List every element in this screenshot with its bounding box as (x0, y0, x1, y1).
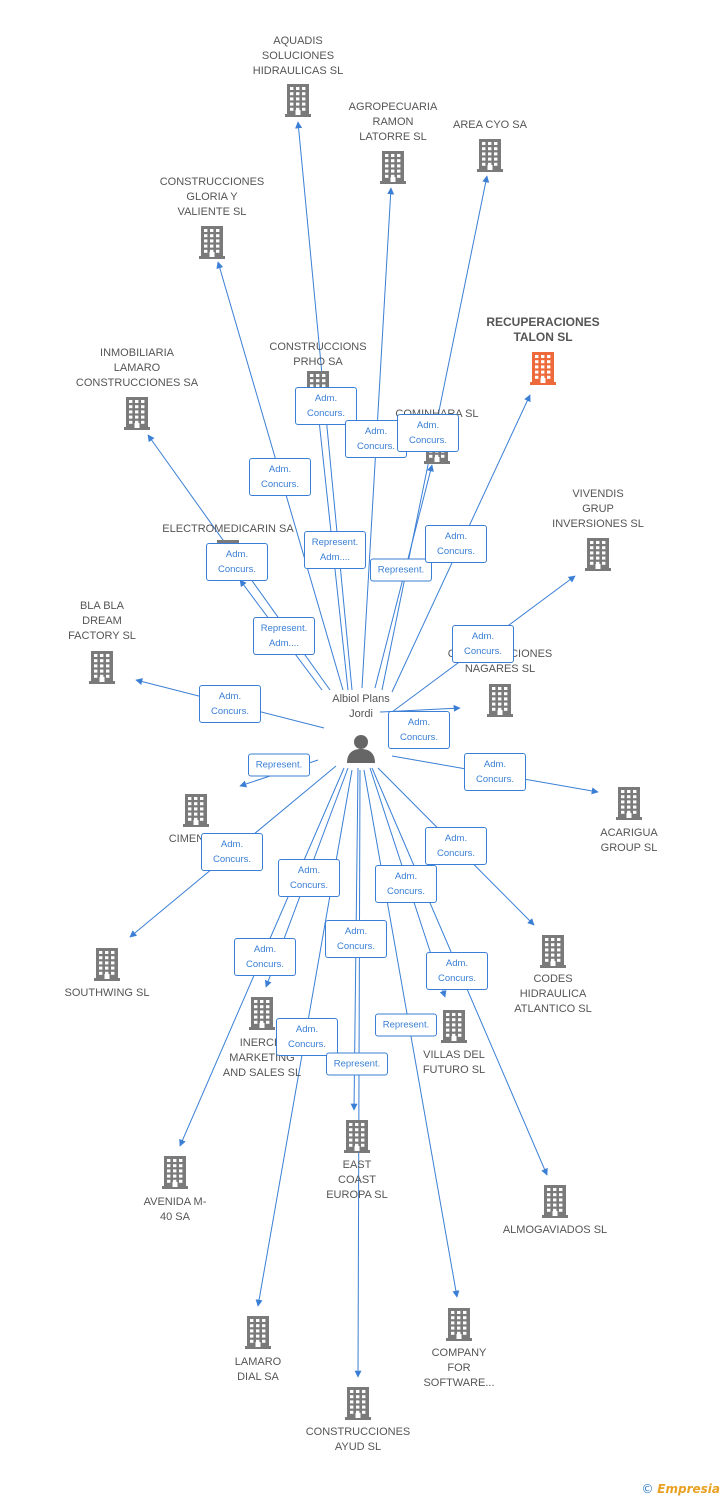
company-label-lamarodial[interactable]: LAMARO DIAL SA (234, 1356, 282, 1383)
edge-label-prho[interactable]: Adm. Concurs. (295, 387, 357, 425)
building-icon[interactable] (182, 793, 210, 827)
company-label-aquadis[interactable]: AQUADIS SOLUCIONES HIDRAULICAS SL (252, 35, 344, 77)
edge-label-inmobiliaria[interactable]: Adm. Concurs. (206, 543, 268, 581)
edge-label-agropecuaria[interactable]: Adm. Concurs. (345, 420, 407, 458)
building-icon[interactable] (198, 225, 226, 259)
building-icon[interactable] (476, 138, 504, 172)
edge-label-recuperaciones[interactable]: Adm. Concurs. (425, 525, 487, 563)
building-icon[interactable] (88, 650, 116, 684)
edge-label-lamarodial[interactable]: Adm. Concurs. (276, 1018, 338, 1056)
edge-label-acarigua[interactable]: Adm. Concurs. (464, 753, 526, 791)
edge-label-blabla[interactable]: Adm. Concurs. (199, 685, 261, 723)
company-label-eastcoast[interactable]: EAST COAST EUROPA SL (326, 1159, 388, 1201)
building-icon[interactable] (584, 537, 612, 571)
edge-label-southwing[interactable]: Adm. Concurs. (201, 833, 263, 871)
building-icon[interactable] (445, 1307, 473, 1341)
building-icon[interactable] (284, 83, 312, 117)
building-icon[interactable] (615, 786, 643, 820)
building-icon[interactable] (248, 996, 276, 1030)
building-icon[interactable] (539, 934, 567, 968)
brand-watermark: © Empresia (641, 1482, 720, 1496)
building-icon[interactable] (486, 683, 514, 717)
company-label-blabla[interactable]: BLA BLA DREAM FACTORY SL (68, 600, 136, 642)
company-label-areacyo[interactable]: AREA CYO SA (453, 119, 527, 131)
edge-label-areacyo[interactable]: Represent. (370, 558, 432, 582)
edge-label-almogaviados[interactable]: Adm. Concurs. (426, 952, 488, 990)
edge-label-cominhara[interactable]: Adm. Concurs. (397, 414, 459, 452)
edge-label-company[interactable]: Represent. (375, 1013, 437, 1037)
building-icon[interactable] (343, 1119, 371, 1153)
edge-label-avenida[interactable]: Adm. Concurs. (234, 938, 296, 976)
person-icon[interactable] (346, 733, 376, 763)
edge-label-electromedicarin[interactable]: Represent. Adm.... (253, 617, 315, 655)
edge-label-eastcoast[interactable]: Adm. Concurs. (325, 920, 387, 958)
edge-label-vivendis[interactable]: Adm. Concurs. (452, 625, 514, 663)
company-label-avenida[interactable]: AVENIDA M- 40 SA (143, 1196, 207, 1223)
company-label-acarigua[interactable]: ACARIGUA GROUP SL (600, 827, 658, 854)
edge-label-codes[interactable]: Adm. Concurs. (425, 827, 487, 865)
company-label-vivendis[interactable]: VIVENDIS GRUP INVERSIONES SL (552, 488, 644, 530)
building-icon[interactable] (123, 396, 151, 430)
company-label-recuperaciones[interactable]: RECUPERACIONES TALON SL (486, 315, 600, 344)
company-label-codes[interactable]: CODES HIDRAULICA ATLANTICO SL (514, 973, 592, 1015)
edge-label-inercia[interactable]: Adm. Concurs. (278, 859, 340, 897)
company-label-southwing[interactable]: SOUTHWING SL (64, 987, 150, 999)
building-icon[interactable] (541, 1184, 569, 1218)
center-person-name[interactable]: Albiol Plans Jordi (332, 693, 390, 720)
edge-label-aquadis[interactable]: Represent. Adm.... (304, 531, 366, 569)
building-icon[interactable] (379, 150, 407, 184)
edge-label-gloria[interactable]: Adm. Concurs. (249, 458, 311, 496)
company-label-gloria[interactable]: CONSTRUCCIONES GLORIA Y VALIENTE SL (159, 176, 265, 218)
copyright-symbol: © (641, 1482, 654, 1496)
company-label-almogaviados[interactable]: ALMOGAVIADOS SL (502, 1224, 608, 1236)
company-label-inmobiliaria[interactable]: INMOBILIARIA LAMARO CONSTRUCCIONES SA (75, 347, 199, 389)
edge-label-cimentat[interactable]: Represent. (248, 753, 310, 777)
edge-label-nagares[interactable]: Adm. Concurs. (388, 711, 450, 749)
building-icon[interactable] (529, 351, 557, 385)
building-icon[interactable] (161, 1155, 189, 1189)
company-label-agropecuaria[interactable]: AGROPECUARIA RAMON LATORRE SL (348, 101, 438, 143)
building-icon[interactable] (93, 947, 121, 981)
building-icon[interactable] (440, 1009, 468, 1043)
company-label-ayud[interactable]: CONSTRUCCIONES AYUD SL (305, 1426, 411, 1453)
company-label-prho[interactable]: CONSTRUCCIONS PRHO SA (269, 341, 367, 368)
company-label-company[interactable]: COMPANY FOR SOFTWARE... (423, 1347, 495, 1389)
building-icon[interactable] (344, 1386, 372, 1420)
building-icon[interactable] (244, 1315, 272, 1349)
edge-label-villas[interactable]: Adm. Concurs. (375, 865, 437, 903)
edge-label-ayud[interactable]: Represent. (326, 1052, 388, 1076)
company-label-villas[interactable]: VILLAS DEL FUTURO SL (422, 1049, 486, 1076)
brand-name: Empresia (657, 1482, 720, 1496)
company-label-electromedicarin[interactable]: ELECTROMEDICARIN SA (162, 523, 294, 535)
